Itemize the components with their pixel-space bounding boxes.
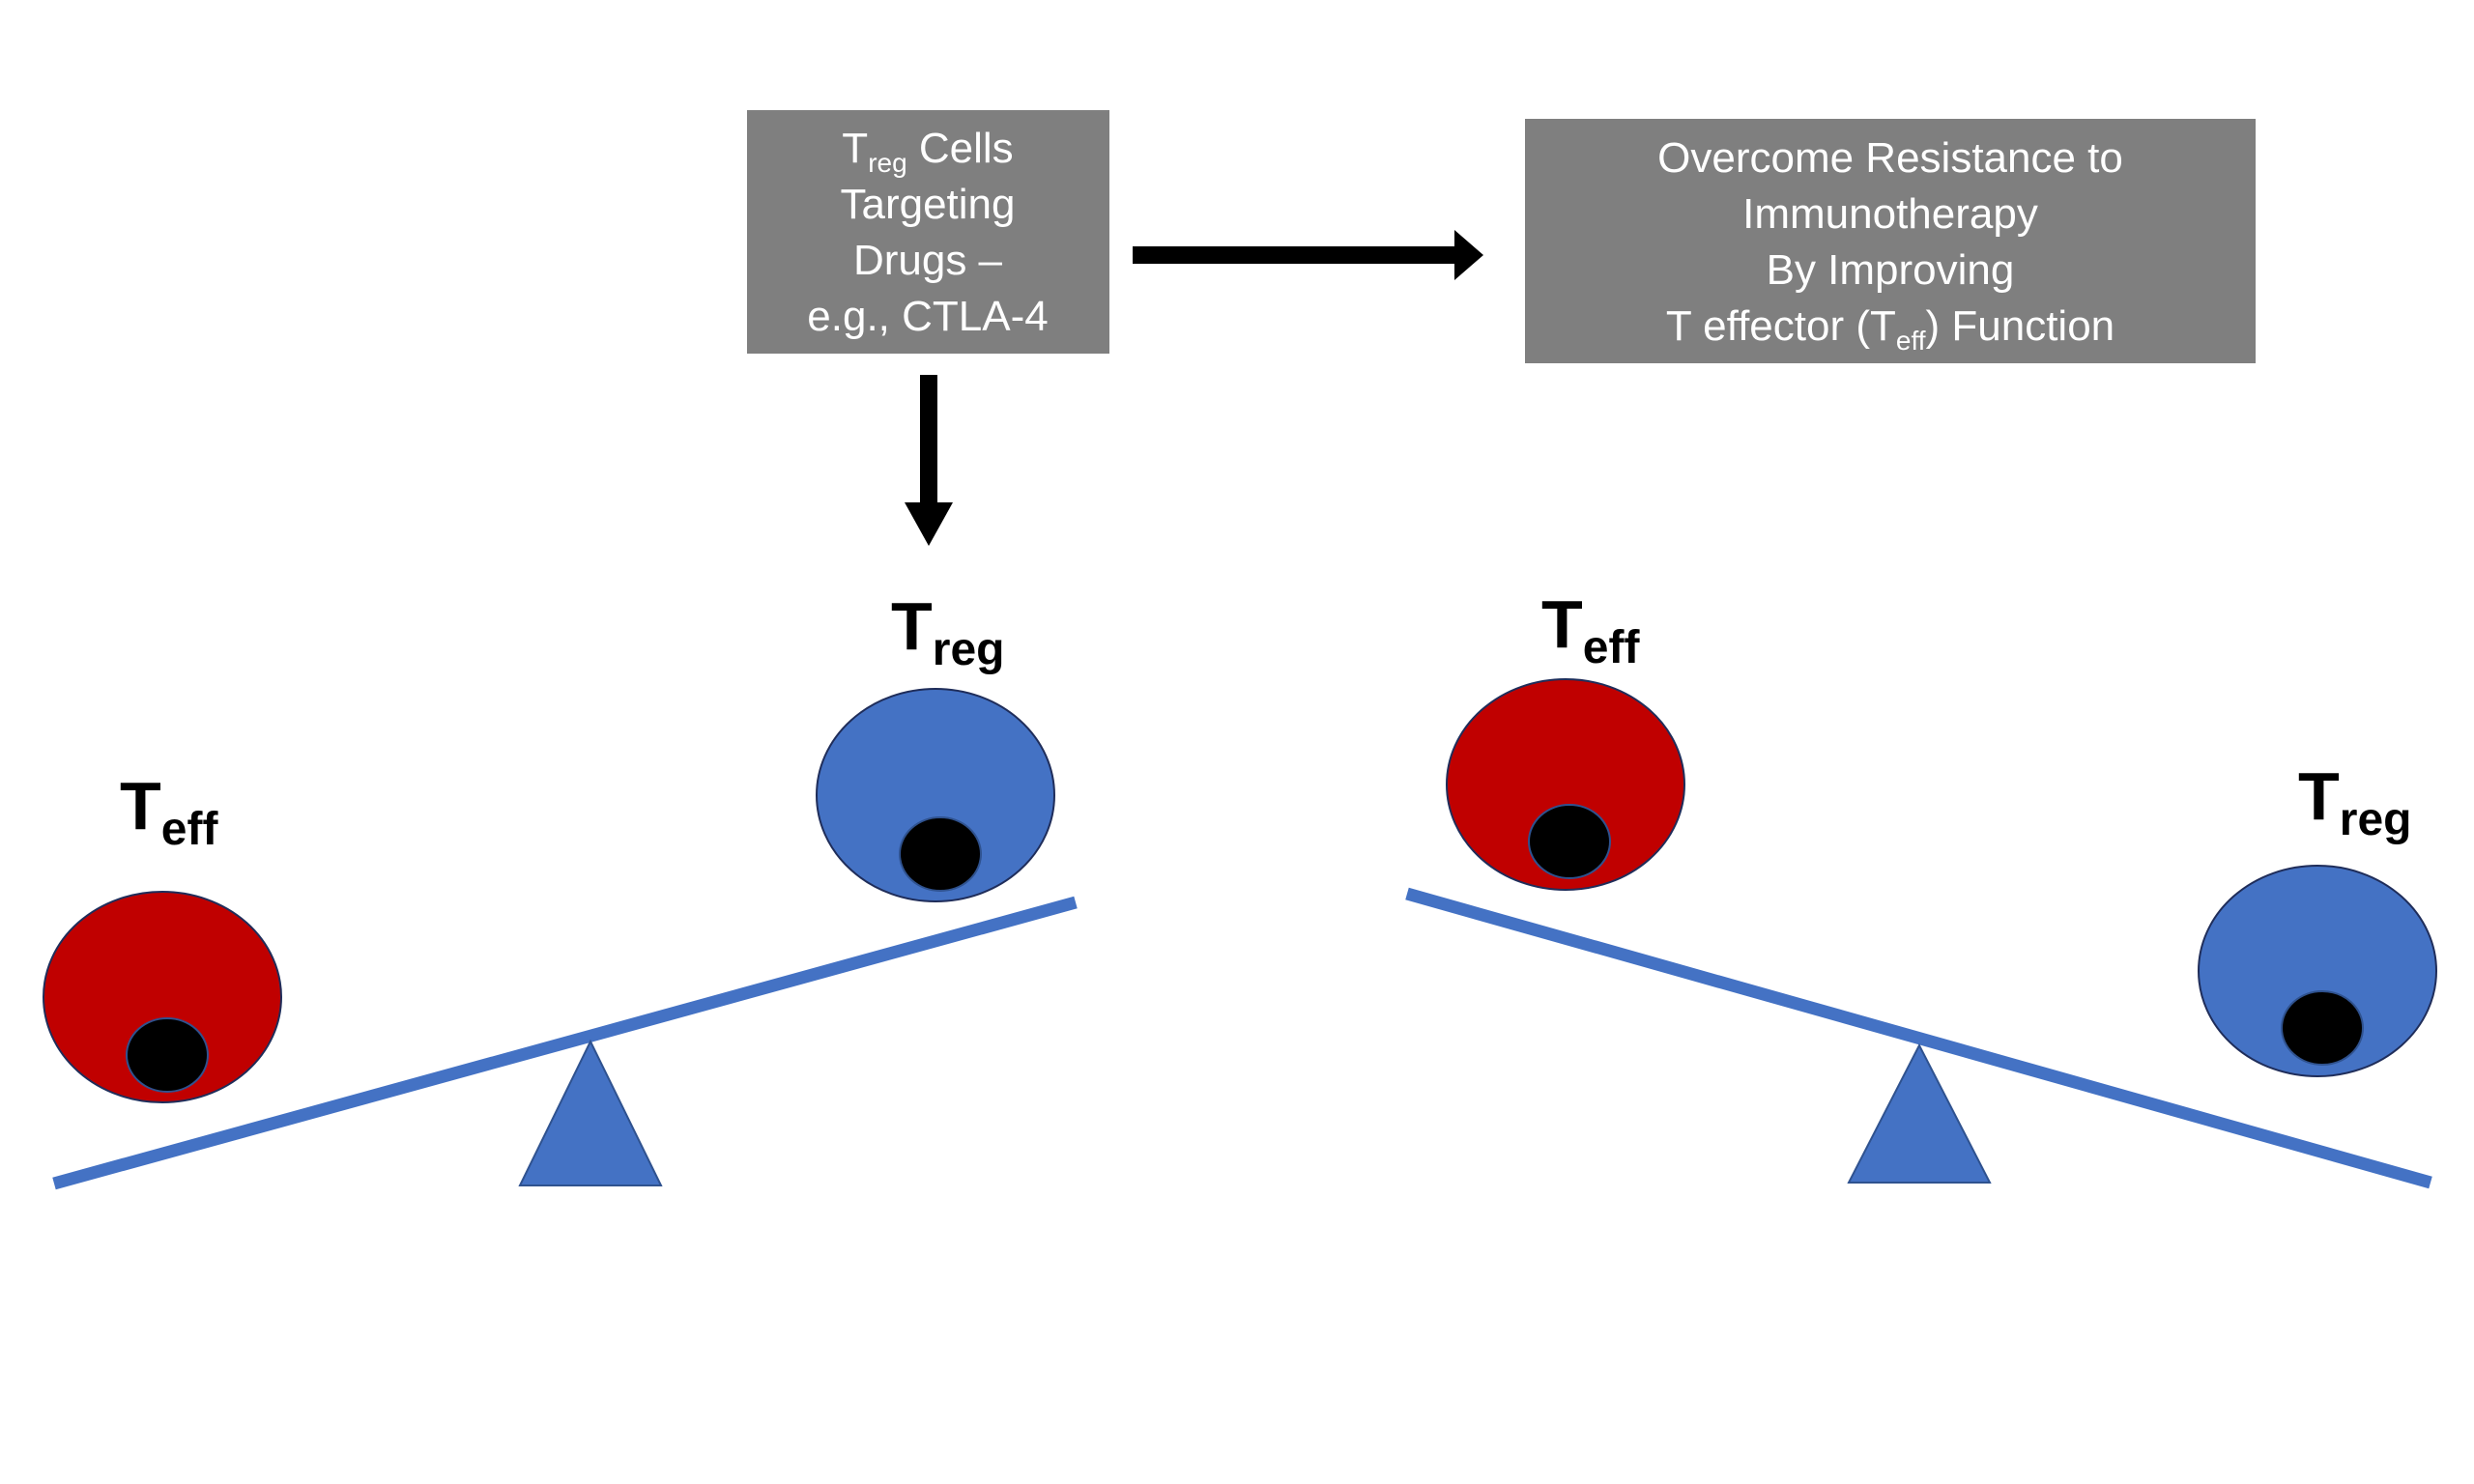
left-teff-cell-body	[43, 891, 282, 1103]
drug-box-line2: Targeting	[840, 181, 1015, 228]
left-scale: Teff Treg	[43, 588, 1078, 1190]
right-treg-label: Treg	[2298, 758, 2411, 845]
right-teff-nucleus	[1528, 804, 1611, 879]
right-arrow-head	[1454, 230, 1483, 280]
outcome-box-line3: By Improving	[1767, 246, 2015, 294]
drug-box-bg	[747, 110, 1109, 354]
right-scale-fulcrum	[1847, 1042, 1992, 1184]
down-arrow-head	[905, 502, 953, 546]
left-treg-label: Treg	[891, 588, 1004, 675]
right-teff-label: Teff	[1541, 586, 1640, 673]
outcome-box-bg	[1525, 119, 2256, 363]
drug-box: Treg Cells Targeting Drugs – e.g., CTLA-…	[747, 110, 1109, 354]
left-treg-cell	[816, 688, 1055, 902]
left-treg-cell-body	[816, 688, 1055, 902]
right-scale-beam	[1405, 887, 2432, 1189]
right-teff-cell-body	[1446, 678, 1685, 891]
outcome-box: Overcome Resistance to Immunotherapy By …	[1525, 119, 2256, 363]
right-treg-cell-body	[2198, 865, 2437, 1077]
drug-box-line1: Treg Cells	[842, 125, 1013, 178]
outcome-box-line4: T effector (Teff) Function	[1666, 302, 2114, 356]
right-teff-cell	[1446, 678, 1685, 891]
right-treg-nucleus	[2281, 990, 2364, 1066]
outcome-box-line1: Overcome Resistance to	[1657, 134, 2123, 182]
left-teff-nucleus	[126, 1017, 209, 1093]
outcome-box-line2: Immunotherapy	[1742, 190, 2038, 238]
left-scale-beam	[52, 896, 1078, 1190]
drug-box-line3: Drugs –	[853, 237, 1003, 284]
drug-box-line4: e.g., CTLA-4	[807, 293, 1048, 340]
right-scale: Teff Treg	[1405, 586, 2437, 1189]
left-scale-fulcrum	[518, 1039, 663, 1186]
right-treg-cell	[2198, 865, 2437, 1077]
left-teff-cell	[43, 891, 282, 1103]
left-treg-nucleus	[899, 816, 982, 892]
left-teff-label: Teff	[120, 768, 218, 855]
